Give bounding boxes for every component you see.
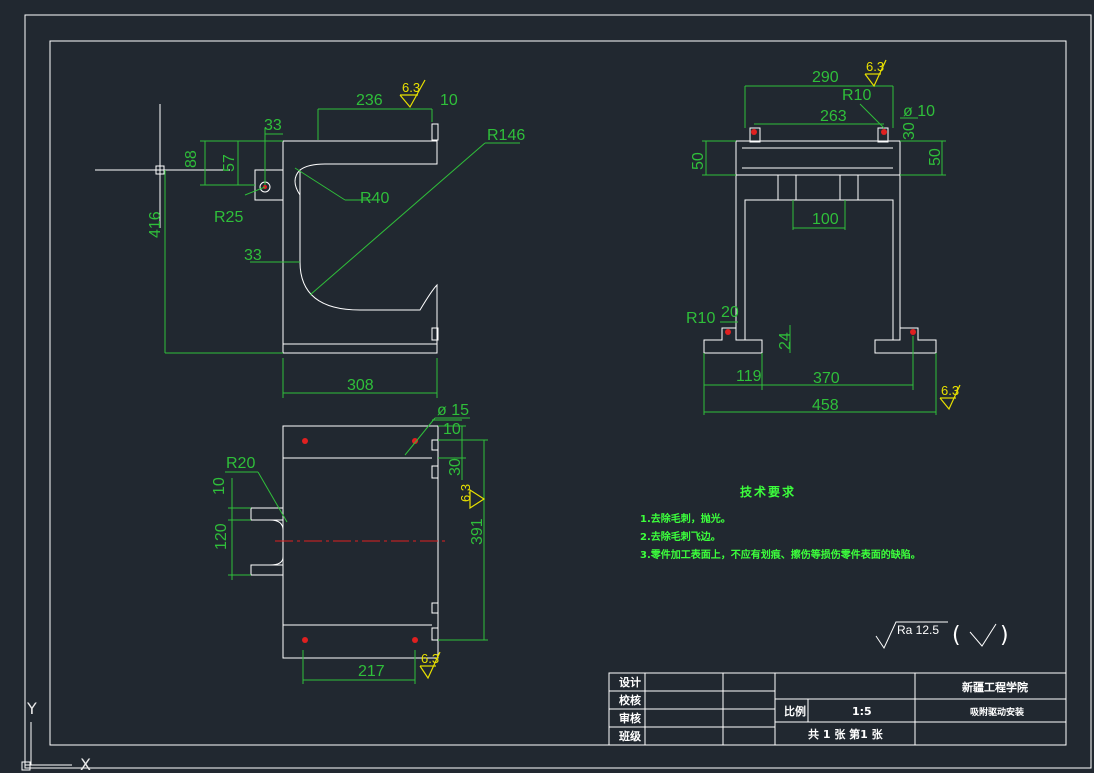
front-view-outline [282, 140, 438, 345]
dim-20: 20 [721, 304, 739, 321]
dim-33-top: 33 [264, 117, 282, 134]
title-block-role: 审核 [619, 711, 641, 725]
dim-217: 217 [358, 663, 385, 680]
dim-33: 33 [244, 247, 262, 264]
front-view-base-plate [282, 343, 438, 354]
svg-text:6.3: 6.3 [458, 484, 473, 502]
dim-88: 88 [183, 150, 200, 168]
top-view-hole [412, 637, 418, 643]
bracket-open: ( [952, 623, 961, 648]
dim-30-top: 30 [447, 458, 464, 476]
dim-391: 391 [469, 518, 486, 545]
title-block-role: 校核 [619, 693, 641, 707]
dim-458: 458 [812, 397, 839, 414]
top-view-outline [282, 425, 439, 659]
dim-dia-10: ø 10 [903, 103, 935, 120]
dim-308: 308 [347, 377, 374, 394]
dim-R20: R20 [226, 455, 255, 472]
dim-R40: R40 [360, 190, 389, 207]
ucs-y-label: Y [26, 699, 37, 718]
top-view-hole [412, 438, 418, 444]
bracket-close: ) [1000, 623, 1009, 648]
dim-57: 57 [221, 154, 238, 172]
dim-50-left: 50 [690, 152, 707, 170]
side-view-top-plate [735, 140, 901, 176]
top-view[interactable]: ø 15 10 30 R20 10 120 391 217 [211, 402, 488, 684]
dim-30: 30 [901, 122, 918, 140]
check-icon [969, 623, 997, 647]
dim-290: 290 [812, 69, 839, 86]
tech-requirements-title: 技术要求 [740, 484, 796, 499]
dim-50-right: 50 [927, 148, 944, 166]
dim-263: 263 [820, 108, 847, 125]
inner-frame [49, 40, 1067, 746]
tech-requirement-item: 3.零件加工表面上，不应有划痕、擦伤等损伤零件表面的缺陷。 [640, 548, 921, 561]
ucs-icon: Y X [21, 699, 91, 773]
outer-border [24, 14, 1092, 769]
dim-236: 236 [356, 92, 383, 109]
side-view[interactable]: 290 R10 263 ø 10 30 50 50 100 R10 20 24 … [686, 69, 946, 415]
top-view-hole [302, 438, 308, 444]
roughness-symbol: 6.3 [864, 59, 887, 88]
title-block-role: 班级 [619, 729, 642, 743]
dim-10: 10 [440, 92, 458, 109]
dim-24: 24 [777, 332, 794, 350]
dim-370: 370 [813, 370, 840, 387]
school-name: 新疆工程学院 [962, 680, 1028, 694]
dim-119: 119 [736, 368, 762, 385]
dim-416: 416 [147, 211, 164, 238]
title-block-role: 设计 [619, 675, 641, 689]
dim-10-left: 10 [211, 477, 228, 495]
svg-text:6.3: 6.3 [866, 59, 884, 74]
scale-value: 1:5 [852, 705, 872, 718]
roughness-symbol: 6.3 [458, 484, 486, 510]
roughness-symbol: 6.3 [419, 651, 441, 680]
dim-R10-bottom: R10 [686, 310, 715, 327]
dim-R146: R146 [487, 127, 525, 144]
ucs-x-label: X [80, 755, 91, 773]
roughness-label: Ra 12.5 [897, 623, 939, 637]
dim-10-top: 10 [443, 421, 461, 438]
dim-R10-top: R10 [842, 87, 871, 104]
general-roughness-symbol: Ra 12.5 ( ) [875, 621, 1009, 650]
scale-label: 比例 [784, 704, 806, 718]
svg-text:6.3: 6.3 [402, 80, 420, 95]
tech-requirements: 技术要求 1.去除毛刺，抛光。 2.去除毛刺飞边。 3.零件加工表面上，不应有划… [640, 484, 921, 561]
dim-100: 100 [812, 211, 839, 228]
top-view-hole [302, 637, 308, 643]
sheet-count: 共 1 张 第1 张 [808, 727, 884, 741]
dim-dia-15: ø 15 [437, 402, 469, 419]
title-block: 设计 校核 审核 班级 新疆工程学院 比例 1:5 吸附驱动安装 共 1 张 第… [608, 672, 1067, 746]
dim-R25: R25 [214, 209, 243, 226]
roughness-symbol: 6.3 [399, 79, 426, 109]
svg-text:6.3: 6.3 [421, 651, 439, 666]
part-name: 吸附驱动安装 [970, 706, 1025, 718]
side-view-right-leg [874, 175, 937, 354]
svg-text:6.3: 6.3 [941, 383, 959, 398]
roughness-symbol: 6.3 [939, 383, 961, 411]
front-view[interactable]: 236 10 33 88 57 R25 R40 R146 416 33 308 [95, 92, 525, 398]
tech-requirement-item: 2.去除毛刺飞边。 [640, 530, 721, 543]
dim-120: 120 [213, 523, 230, 550]
tech-requirement-item: 1.去除毛刺，抛光。 [640, 512, 731, 525]
